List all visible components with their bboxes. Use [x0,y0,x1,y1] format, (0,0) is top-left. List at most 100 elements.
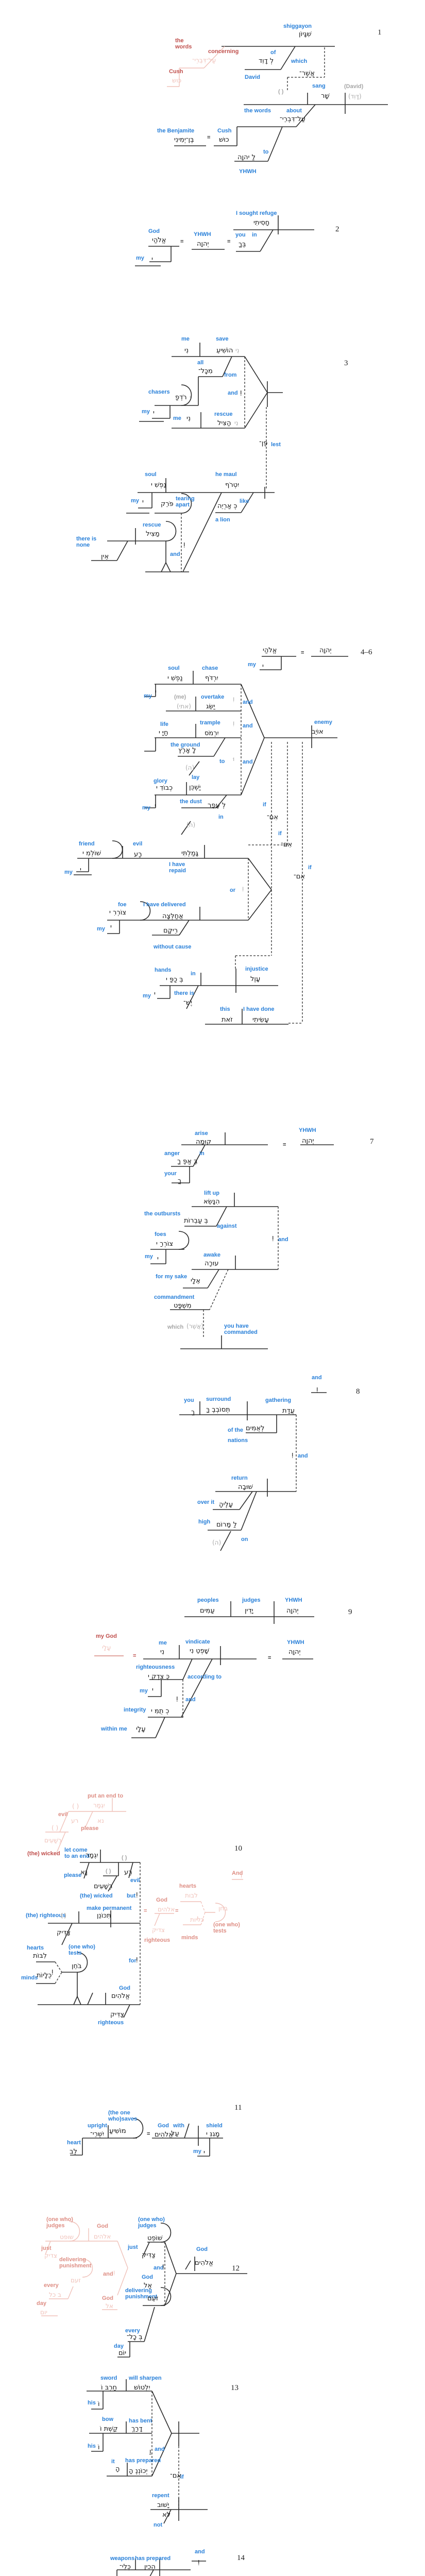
v14-vav-he: וְ [198,2558,200,2566]
diagram-line [186,985,199,1009]
v7-yhwh: YHWH [299,1127,316,1133]
v46-or: or [230,887,235,893]
v1-david-paren-he: (דָּוִד) [348,93,362,100]
v3-yod2-he: י [142,498,144,506]
v11-al-he: עַל [171,2130,179,2138]
diagram-line [216,794,227,808]
v8-aleha-he: עָלֶיהָ [219,1501,233,1509]
v46-ra2-he: רָע [134,851,142,858]
v1-asher-he: אֲשֶׁר־ [299,70,315,77]
v3-a-lion: a lion [215,517,230,523]
v9-ni-he: נִי [160,1648,165,1656]
v46-yhwh-he: יְהוָה [319,647,332,654]
v1-concerning: concerning [208,48,239,55]
v10-tekhonen-he: תִּכּוֹנֵן [97,1912,111,1920]
diagram-line [241,1491,257,1531]
v7-num: 7 [370,1138,374,1146]
v10p-evil: evil [58,1811,68,1818]
v12-shofet-he: שׁוֹפֵט [147,2234,163,2242]
diagram-line [239,1491,253,1510]
diagram-line [248,858,272,890]
v10-wicked: (the) wicked [80,1893,113,1899]
v10-but: but [127,1893,136,1899]
v46-my6: my [143,993,151,999]
v46-soul: soul [168,665,180,671]
v1-yhwh: YHWH [239,168,257,175]
v46-participle-arc-foe [140,901,151,921]
v2-yhwh: YHWH [194,231,211,238]
v10-hearts: hearts [27,1945,44,1951]
v1-al-divrei2-he: עַל־דִּבְרֵי־ [280,115,305,123]
v1-cush-pink-he: כוש [172,77,182,84]
v7-anger: anger [164,1150,180,1157]
diagram-line [164,2242,177,2274]
v46-the-ground: the ground [171,742,200,748]
diagram-line [59,1811,69,1833]
v46-done: I have done [243,1006,275,1012]
v46-reqam-he: רֵיקָם [163,927,178,935]
v9-mygod-red: my God [96,1633,117,1639]
v10-reshaim-he: רְשָׁעִים [94,1883,113,1890]
v13-it: it [111,2459,115,2465]
v10p2-bochen-he: בחן [218,1905,228,1912]
v12p-day: day [37,2300,46,2307]
diagram-line [296,104,316,127]
v3-maul: he maul [215,471,237,478]
diagram-line [83,1862,90,1879]
v46-and1: and [243,699,253,705]
v1-num: 1 [378,28,382,37]
diagram-line [216,1206,227,1227]
diagram-line [151,2433,172,2477]
v8-vav1-he: וְ [316,1385,318,1393]
v14-hasprepared: has prepared [135,2555,171,2562]
v11-with: with [173,2123,184,2129]
v12-bekhol-he: בְּ כָל־ [127,2333,143,2341]
v7-vav-he: וְ [272,1234,274,1242]
v10-paren1: ( ) [122,1855,127,1861]
v14-klei-he: כְּלֵי־ [120,2563,131,2571]
v46-trample: trample [200,720,220,726]
v2-my: my [136,255,144,261]
v46-gamalti-he: גָּמַלְתִּי [181,850,199,857]
v46-my5: my [97,926,105,932]
v46-oyev-he: אוֹיֵב [312,728,324,736]
v12p-participle-arc-judges [69,2221,80,2242]
v3-lest: lest [271,442,281,448]
v13-hasbent: has bent [129,2418,152,2424]
v12p-zoem-he: זעם [71,2277,81,2284]
v7-kha-he: ךָ [178,1177,181,1185]
v10p-ra-he: רע [71,1817,79,1824]
v46-oti-paren-he: (אתי) [177,703,191,710]
diagram-line [184,2123,190,2139]
v10-tsaddiq1-he: צַדִּיק [57,1929,71,1937]
v11-heart: heart [67,2140,81,2146]
v46-yirmos-he: יִרְמֹס [205,730,219,737]
v8-and2: and [298,1453,308,1459]
v10p2-righteous: righteous [144,1937,171,1943]
v3-soul1: soul [145,471,157,478]
v7-eq: = [283,1142,286,1148]
v8-leumim-he: לְאֻמִּים [246,1425,265,1432]
v10-righteous2: righteous [98,2020,124,2026]
v7-be-avrot-he: בְּ עַבְרוֹת [184,1217,208,1225]
v3-rescue1: rescue [214,411,233,417]
v12-tsaddiq-he: צַדִּיק [142,2251,156,2259]
v7-against: against [217,1223,237,1229]
v1-le-david-he: לְ דָוִד [259,57,274,65]
v13-qashto-he: קַשְׁתּ וֹ [100,2425,118,2433]
v3-tearing: tearing apart [176,496,195,509]
v13-im-he: אִם־ [170,2472,182,2480]
v12p-participle-arc-zoem [82,2259,93,2278]
v46-delivered: I have delivered [143,902,186,908]
v46-in: in [218,814,224,820]
v10p-na-he: נא [97,1817,104,1824]
v46-and2: and [243,723,253,729]
v11-lev-he: לֵב [70,2148,77,2156]
v11-magini-he: מָגִנִּ י [206,2130,220,2138]
v9-yadin-he: יָדִין [245,1607,253,1615]
v2-yod-he: י [151,256,153,263]
v10p2-eq2: = [175,1908,179,1914]
v9-eq1: = [133,1653,137,1659]
